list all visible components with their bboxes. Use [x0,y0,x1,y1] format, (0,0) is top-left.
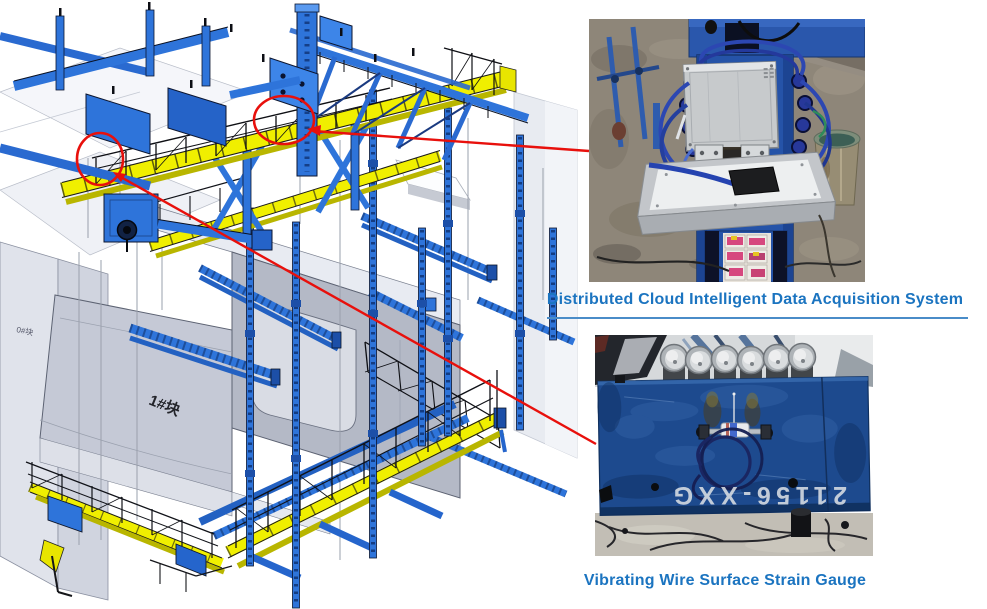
daq-box [682,60,780,152]
plate-foot [622,508,849,537]
photo-daq-system [589,19,865,282]
ground-cables [596,214,862,278]
photo-strain-gauge: 21156-XXG [595,335,873,556]
plate-stencil-text: 21156-XXG [668,481,847,509]
concrete-box-girder: 0#块 1#块 [0,204,461,601]
blue-steel-plate [597,376,871,516]
segment-far-label: 0#块 [16,324,35,337]
gauge-cable-coil [691,427,764,502]
caption-daq-system: Distributed Cloud Intelligent Data Acqui… [546,291,964,308]
cable-on-tray [648,162,738,188]
vibrating-wire-strain-gauge [696,392,773,440]
scaffold-tubes [596,26,660,149]
column-base-with-packs [704,230,788,282]
caption-divider-line [547,317,968,319]
caption-strain-gauge: Vibrating Wire Surface Strain Gauge [583,572,867,589]
plate-hardware [599,375,798,503]
chrome-tube-ends [659,342,817,385]
black-module-on-tray [728,166,780,196]
